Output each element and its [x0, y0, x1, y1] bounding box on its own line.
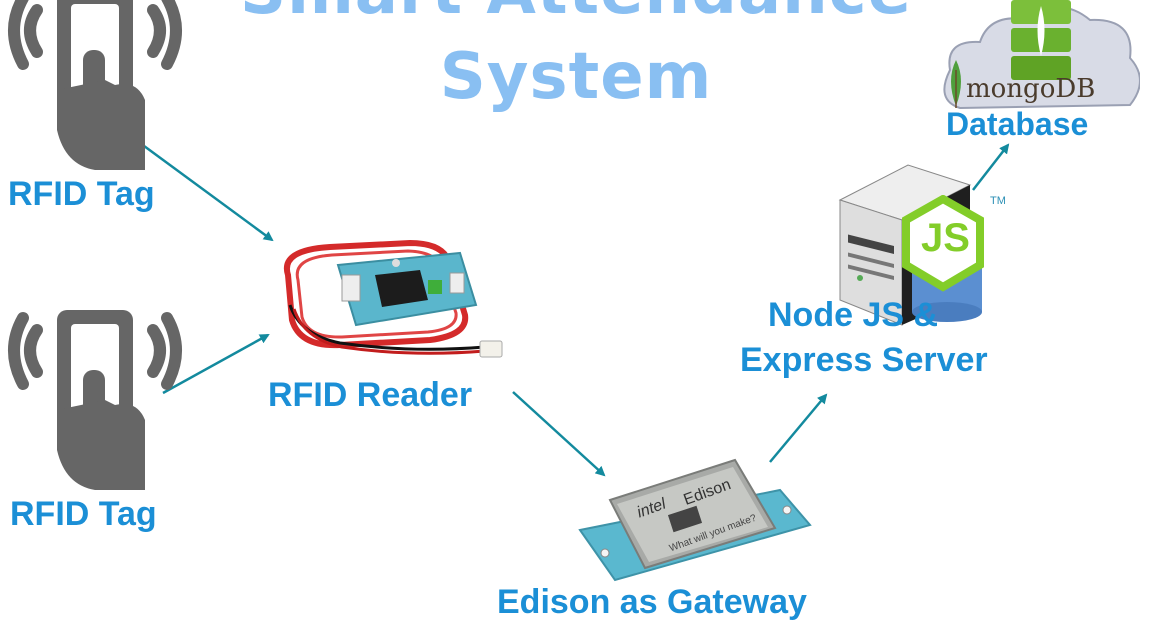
database-label: Database	[946, 106, 1089, 142]
page-title-line-2: System	[439, 40, 713, 114]
database-node: mongoDB	[940, 0, 1141, 112]
mongodb-logo-text: mongoDB	[966, 74, 1096, 104]
server-label-line-2: Express Server	[740, 341, 988, 379]
edison-board-icon	[578, 458, 812, 582]
rfid-reader-board-icon	[283, 239, 503, 358]
arrow-tag1-to-reader	[139, 141, 274, 242]
arrow-reader-to-edison	[512, 391, 606, 477]
edison-label: Edison as Gateway	[497, 583, 807, 621]
rfid-reader-node	[270, 225, 510, 375]
nodejs-logo-icon	[902, 195, 984, 292]
rfid-tag-1-label: RFID Tag	[8, 175, 155, 213]
mongodb-leaf-icon	[951, 60, 961, 108]
server-label-line-1: Node JS &	[768, 296, 939, 334]
rfid-tag-hand-icon	[8, 0, 182, 170]
arrow-server-to-database	[972, 143, 1010, 191]
arrows-layer	[139, 141, 1010, 477]
trademark-mark: TM	[990, 195, 1006, 207]
rfid-tag-2-node	[5, 300, 185, 500]
nodejs-logo-text: JS	[921, 216, 970, 260]
edison-node: intel Edison What will you make?	[575, 450, 815, 590]
arrow-tag2-to-reader	[162, 333, 270, 395]
arrow-edison-to-server	[769, 393, 828, 463]
rfid-tag-hand-icon	[8, 310, 182, 490]
rfid-reader-label: RFID Reader	[268, 376, 473, 414]
database-stack-icon	[1011, 0, 1071, 80]
rfid-tag-1-node	[5, 0, 185, 180]
server-node: JS TM	[830, 160, 1010, 330]
page-title: Smart Attendance	[0, 0, 1152, 24]
rfid-tag-2-label: RFID Tag	[10, 495, 157, 533]
